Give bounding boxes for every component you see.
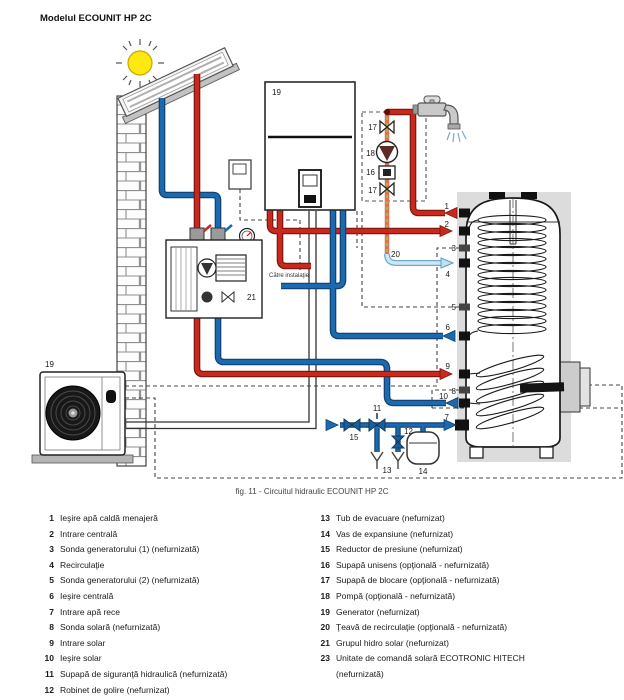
label-port-4: 4: [446, 270, 451, 279]
label-outdoor-unit: 19: [45, 360, 54, 369]
solar-flow-pipe: [193, 74, 440, 378]
storage-tank: [465, 192, 565, 459]
solar-heat-coil: [468, 354, 545, 430]
label-recirc: 20: [391, 250, 400, 259]
label-port-6: 6: [446, 323, 451, 332]
label-port-2: 2: [445, 220, 450, 229]
label-port-3: 3: [452, 244, 457, 253]
drain-valve: [390, 435, 406, 449]
pump: [375, 140, 399, 164]
fan-icon: [45, 385, 101, 441]
figure-caption: fig. 11 - Circuitul hidraulic ECOUNIT HP…: [235, 487, 389, 496]
shutoff-valve-top: [379, 119, 395, 135]
upper-heat-coil: [468, 214, 547, 338]
label-valve-top: 17: [368, 123, 377, 132]
outdoor-heat-pump: [31, 371, 134, 464]
label-port-9: 9: [446, 362, 451, 371]
water-spray: [446, 130, 467, 143]
label-port-5: 5: [452, 303, 457, 312]
heating-return-pipes: [281, 210, 443, 340]
label-boiler: 19: [272, 88, 281, 97]
solar-panel: [117, 47, 241, 125]
label-port-1: 1: [445, 202, 450, 211]
label-solar-group: 21: [247, 293, 256, 302]
expansion-vessel: [406, 431, 440, 465]
cold-water-pipe: [340, 422, 444, 452]
check-valve: [378, 165, 396, 180]
drain-tube: [370, 451, 405, 469]
solar-hydro-group: [165, 224, 263, 319]
pressure-reducer-valve: [343, 418, 361, 432]
legend-item: 23 Unitate de comandă solară ECOTRONIC H…: [320, 653, 525, 679]
label-drain-tube: 13: [383, 466, 392, 475]
flow-arrows: [325, 206, 459, 432]
dhw-pipe: [384, 108, 445, 217]
boiler-unit: [264, 81, 356, 211]
shutoff-valve-bottom: [379, 181, 395, 197]
solar-return-pipe: [158, 98, 446, 407]
label-pump: 18: [366, 149, 375, 158]
label-drain-valve: 12: [404, 427, 413, 436]
unit-handle: [106, 390, 116, 403]
tank-ports: [455, 208, 470, 431]
label-to-installation: Către instalaţie: [269, 273, 310, 279]
label-expansion-vessel: 14: [419, 467, 428, 476]
label-safety-valve: 11: [373, 404, 382, 413]
solar-control-unit: [228, 159, 252, 190]
safety-valve: [368, 413, 386, 432]
label-port-7: 7: [445, 413, 450, 422]
hydraulic-circuit-diagram: 19 19 21 17 18 16 17 1 2 3 20 4 5 6 9 8 …: [31, 39, 623, 479]
label-port-8: 8: [452, 387, 457, 396]
label-port-10: 10: [439, 392, 448, 401]
label-valve-bottom: 17: [368, 186, 377, 195]
faucet-icon: [412, 95, 467, 143]
label-check-valve: 16: [366, 168, 375, 177]
heater-element: [519, 382, 565, 393]
page-title: Modelul ECOUNIT HP 2C: [40, 13, 152, 24]
label-pressure-reducer: 15: [350, 433, 359, 442]
sun-icon: [116, 39, 164, 87]
heating-flow-pipes: [266, 210, 440, 270]
